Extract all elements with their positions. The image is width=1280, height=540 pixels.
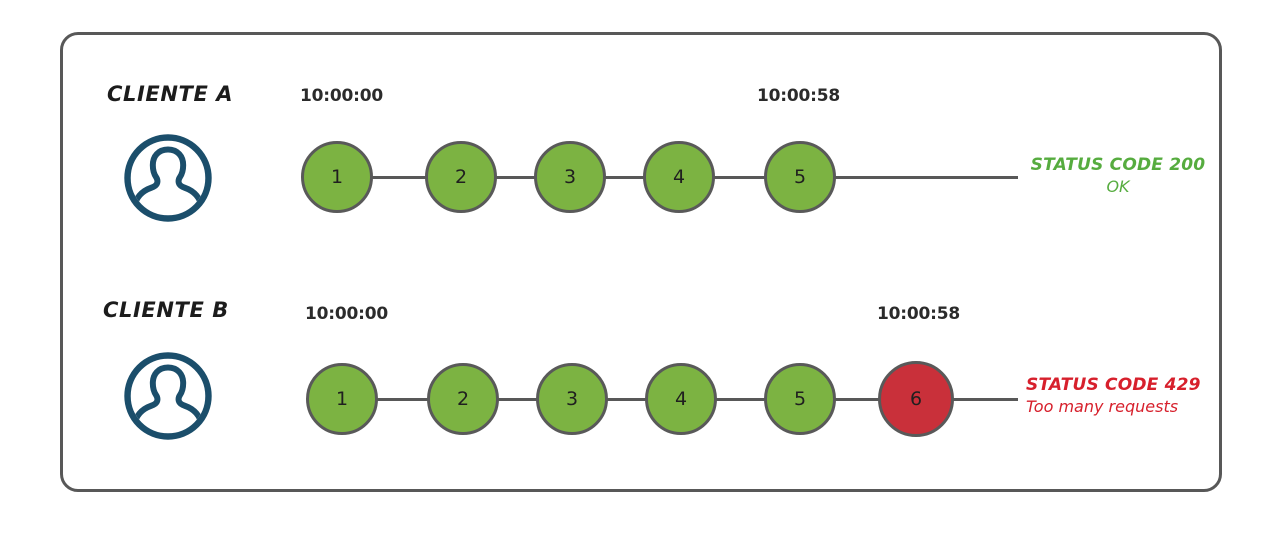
request-node-b-3[interactable]: 3 [536,363,608,435]
user-avatar-icon [122,132,214,224]
connector-b-5-6 [834,398,886,401]
status-annotation-a: STATUS CODE 200 OK [1028,155,1208,197]
request-node-label: 6 [909,388,923,410]
client-b-timestamp-start: 10:00:00 [305,304,388,324]
connector-a-2-3 [495,176,540,179]
diagram-frame [60,32,1222,492]
request-node-b-1[interactable]: 1 [306,363,378,435]
request-node-a-1[interactable]: 1 [301,141,373,213]
connector-b-2-3 [497,398,542,401]
connector-b-1-2 [376,398,433,401]
client-b-timestamp-end: 10:00:58 [877,304,960,324]
request-node-b-6[interactable]: 6 [878,361,954,437]
request-node-label: 1 [330,166,344,188]
request-node-label: 4 [674,388,688,410]
connector-a-tail [834,176,1018,179]
user-avatar-icon [122,350,214,442]
connector-a-3-4 [604,176,649,179]
request-node-label: 4 [672,166,686,188]
status-annotation-b: STATUS CODE 429 Too many requests [1026,375,1226,417]
client-a-timestamp-start: 10:00:00 [300,86,383,106]
connector-b-3-4 [606,398,651,401]
status-code-line: STATUS CODE 200 [1030,155,1206,175]
connector-b-4-5 [715,398,770,401]
request-node-a-2[interactable]: 2 [425,141,497,213]
connector-a-4-5 [713,176,770,179]
request-node-label: 5 [793,388,807,410]
status-message-line: Too many requests [1026,396,1179,416]
request-node-label: 3 [565,388,579,410]
request-node-a-3[interactable]: 3 [534,141,606,213]
request-node-label: 2 [454,166,468,188]
client-a-label: CLIENTE A [107,82,234,106]
request-node-a-4[interactable]: 4 [643,141,715,213]
request-node-label: 5 [793,166,807,188]
connector-b-tail [946,398,1018,401]
request-node-label: 3 [563,166,577,188]
client-b-label: CLIENTE B [103,298,229,322]
request-node-label: 1 [335,388,349,410]
status-code-line: STATUS CODE 429 [1026,375,1201,395]
request-node-b-5[interactable]: 5 [764,363,836,435]
client-a-timestamp-end: 10:00:58 [757,86,840,106]
request-node-b-2[interactable]: 2 [427,363,499,435]
request-node-b-4[interactable]: 4 [645,363,717,435]
status-message-line: OK [1106,176,1130,196]
connector-a-1-2 [371,176,431,179]
request-node-a-5[interactable]: 5 [764,141,836,213]
request-node-label: 2 [456,388,470,410]
